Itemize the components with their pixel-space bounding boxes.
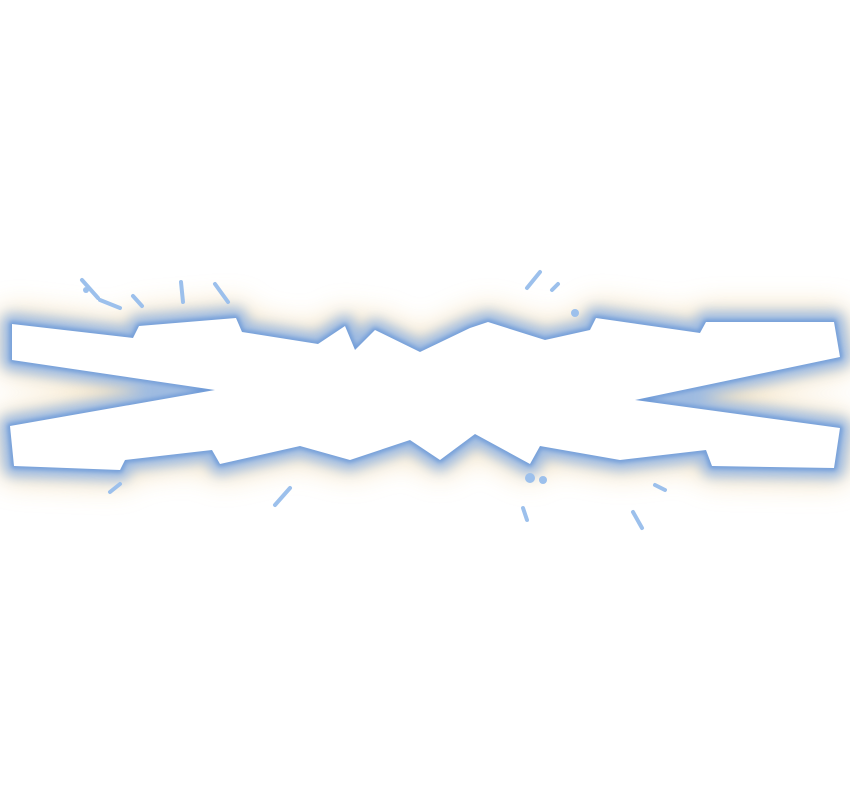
splatter-mark <box>550 282 560 292</box>
splatter-mark <box>273 486 292 507</box>
splatter-mark <box>131 294 144 308</box>
splatter-marks <box>80 270 667 530</box>
splatter-mark <box>653 483 667 492</box>
splatter-mark <box>525 270 542 290</box>
splatter-mark <box>98 298 122 310</box>
splatter-dot <box>83 287 89 293</box>
banner-shape <box>10 318 840 470</box>
splatter-mark <box>631 510 644 530</box>
splatter-mark <box>108 482 122 494</box>
splatter-mark <box>80 278 100 300</box>
splatter-mark <box>179 280 185 304</box>
splatter-dot <box>539 476 547 484</box>
splatter-dot <box>571 309 579 317</box>
splatter-mark <box>213 282 230 304</box>
splatter-dot <box>525 473 535 483</box>
splatter-mark <box>521 506 529 522</box>
